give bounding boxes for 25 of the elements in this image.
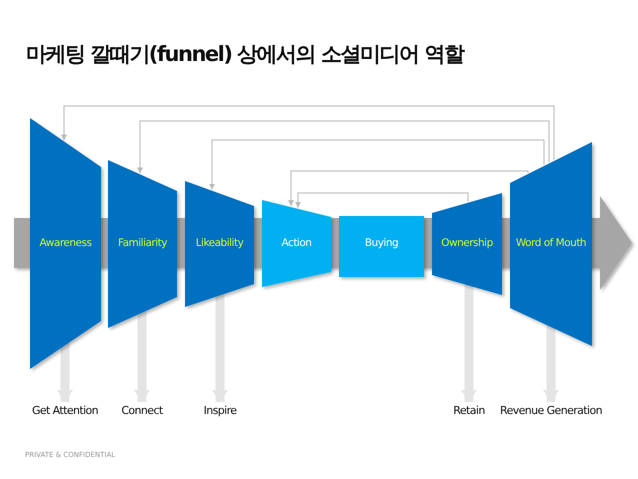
outcome-label: Revenue Generation [500,404,602,418]
outcome-label: Inspire [204,404,236,418]
outcome-label: Get Attention [32,404,98,418]
funnel-stage [185,181,254,307]
outcome-label: Connect [121,404,163,418]
title: 마케팅 깔때기(funnel) 상에서의 소셜미디어 역할 [26,41,464,68]
funnel-stage [262,200,331,287]
feedback-arrow [295,192,468,208]
feedback-arrow [209,140,544,190]
outcome-label: Retain [453,404,485,418]
stage-label: Ownership [440,236,494,250]
feedback-arrow [137,120,550,174]
funnel-stage [339,216,424,277]
stage-label: Likeability [194,236,244,250]
stage-label: Buying [364,236,400,250]
feedback-arrow [61,106,554,160]
funnel-stage [432,193,502,295]
funnel-stage [30,118,101,369]
funnel-stage [510,142,592,346]
feedback-arrow [288,170,528,207]
stage-label: Word of Mouth [514,236,588,250]
stage-label: Familiarity [117,236,168,250]
funnel-stage [108,160,177,328]
stage-label: Awareness [38,236,92,250]
stage-label: Action [280,236,312,250]
